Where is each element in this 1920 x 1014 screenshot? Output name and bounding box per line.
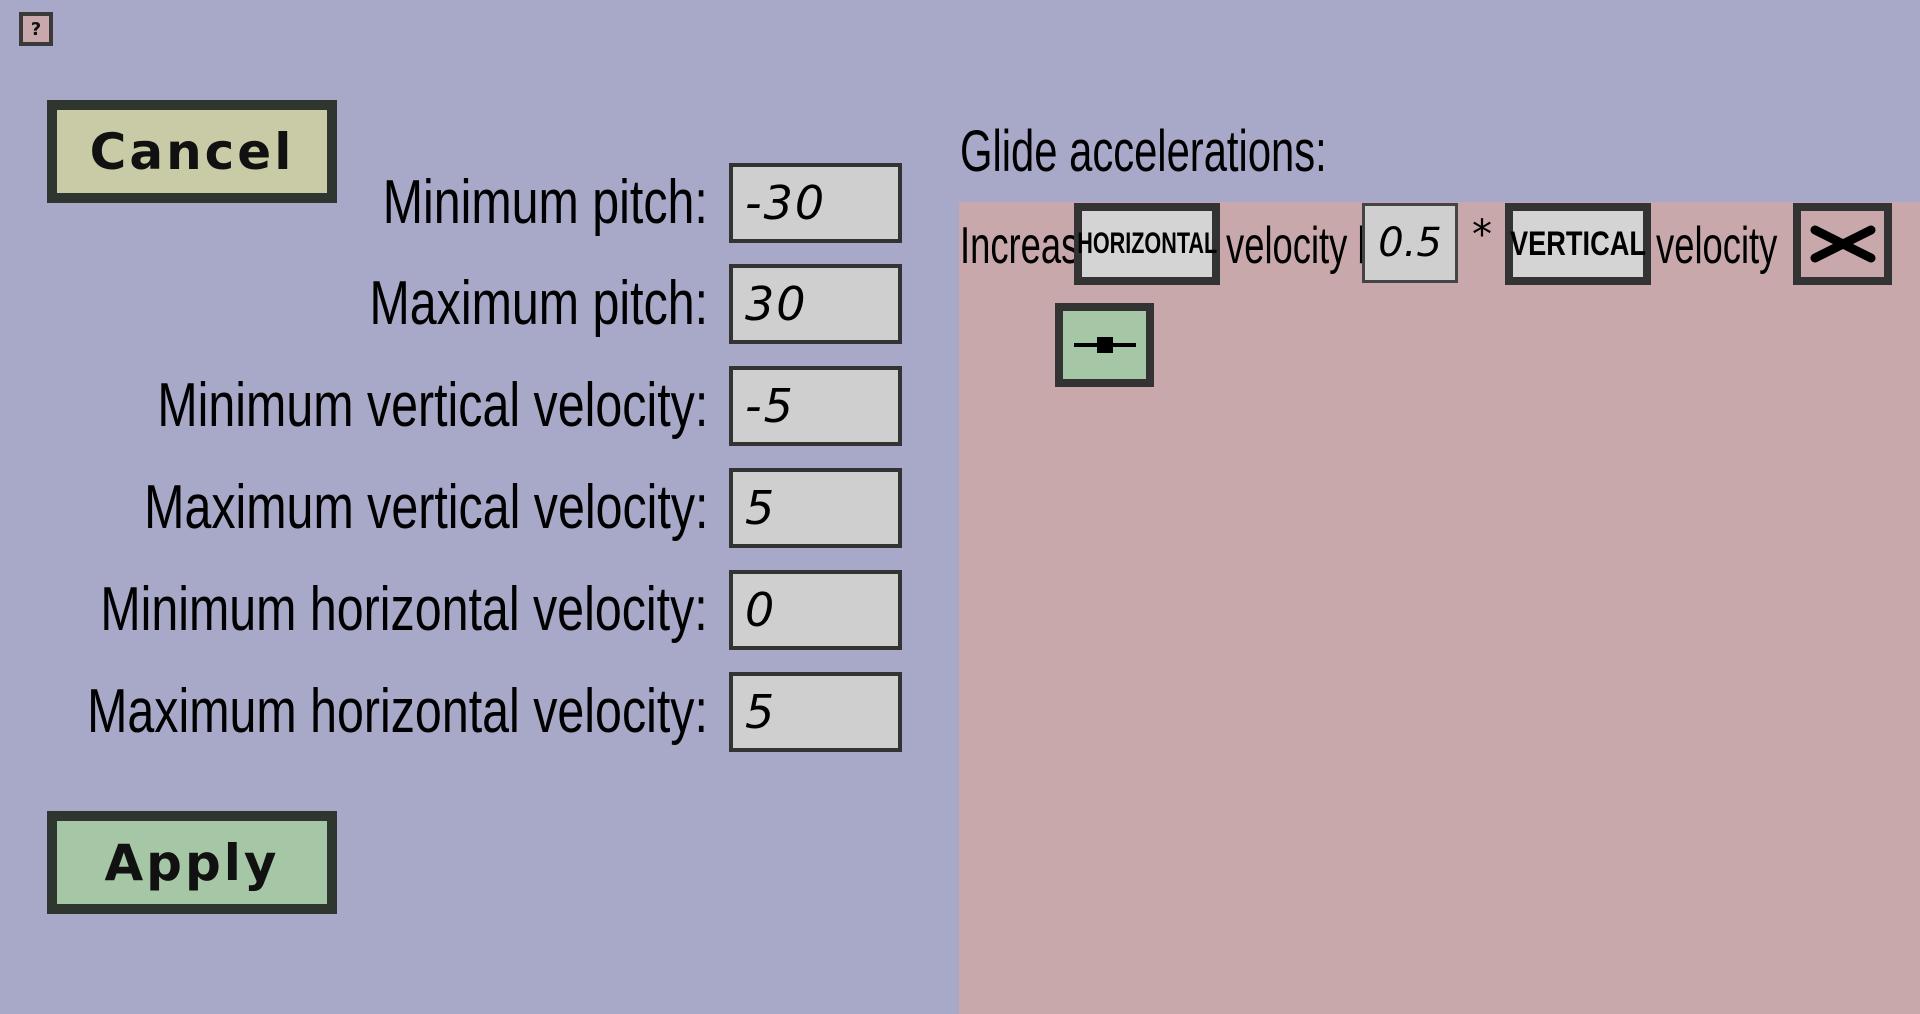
apply-button[interactable]: Apply	[47, 811, 337, 914]
factor-input[interactable]: 0.5	[1362, 203, 1458, 283]
target-axis-button[interactable]: HORIZONTAL	[1074, 203, 1220, 285]
add-rule-icon	[1073, 337, 1136, 353]
x-icon	[1810, 225, 1875, 263]
min-vertical-velocity-label: Minimum vertical velocity:	[157, 371, 708, 440]
add-rule-button[interactable]	[1055, 303, 1154, 387]
max-vertical-velocity-input[interactable]: 5	[729, 468, 902, 548]
delete-rule-button[interactable]	[1793, 203, 1892, 285]
min-vertical-velocity-input[interactable]: -5	[729, 366, 902, 446]
min-pitch-input[interactable]: -30	[729, 163, 902, 243]
max-horizontal-velocity-input[interactable]: 5	[729, 672, 902, 752]
multiply-operator: *	[1472, 212, 1492, 258]
target-axis-label: HORIZONTAL	[1077, 227, 1217, 260]
rule-suffix-text: velocity	[1656, 217, 1778, 275]
help-button[interactable]: ?	[19, 12, 53, 46]
source-axis-button[interactable]: VERTICAL	[1505, 203, 1651, 285]
help-icon: ?	[30, 18, 42, 40]
max-pitch-input[interactable]: 30	[729, 264, 902, 344]
min-horizontal-velocity-input[interactable]: 0	[729, 570, 902, 650]
min-horizontal-velocity-label: Minimum horizontal velocity:	[100, 575, 708, 644]
cancel-button[interactable]: Cancel	[47, 100, 337, 203]
source-axis-label: VERTICAL	[1510, 224, 1646, 263]
max-pitch-label: Maximum pitch:	[369, 269, 708, 338]
max-horizontal-velocity-label: Maximum horizontal velocity:	[87, 677, 708, 746]
max-vertical-velocity-label: Maximum vertical velocity:	[143, 473, 708, 542]
glide-accelerations-title: Glide accelerations:	[960, 119, 1327, 184]
min-pitch-label: Minimum pitch:	[382, 168, 708, 237]
